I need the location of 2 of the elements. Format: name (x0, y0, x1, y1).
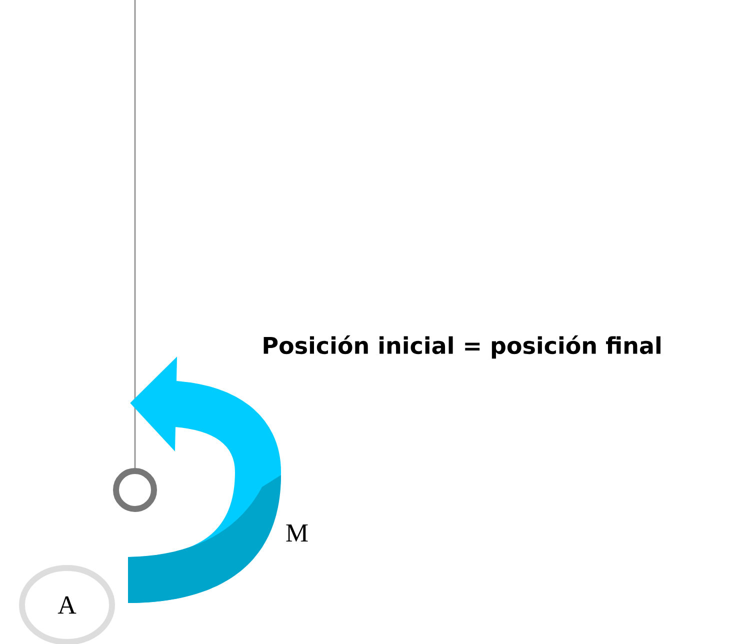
point-label: M (286, 524, 308, 542)
heading-text: Posición inicial = posición final (264, 335, 660, 359)
